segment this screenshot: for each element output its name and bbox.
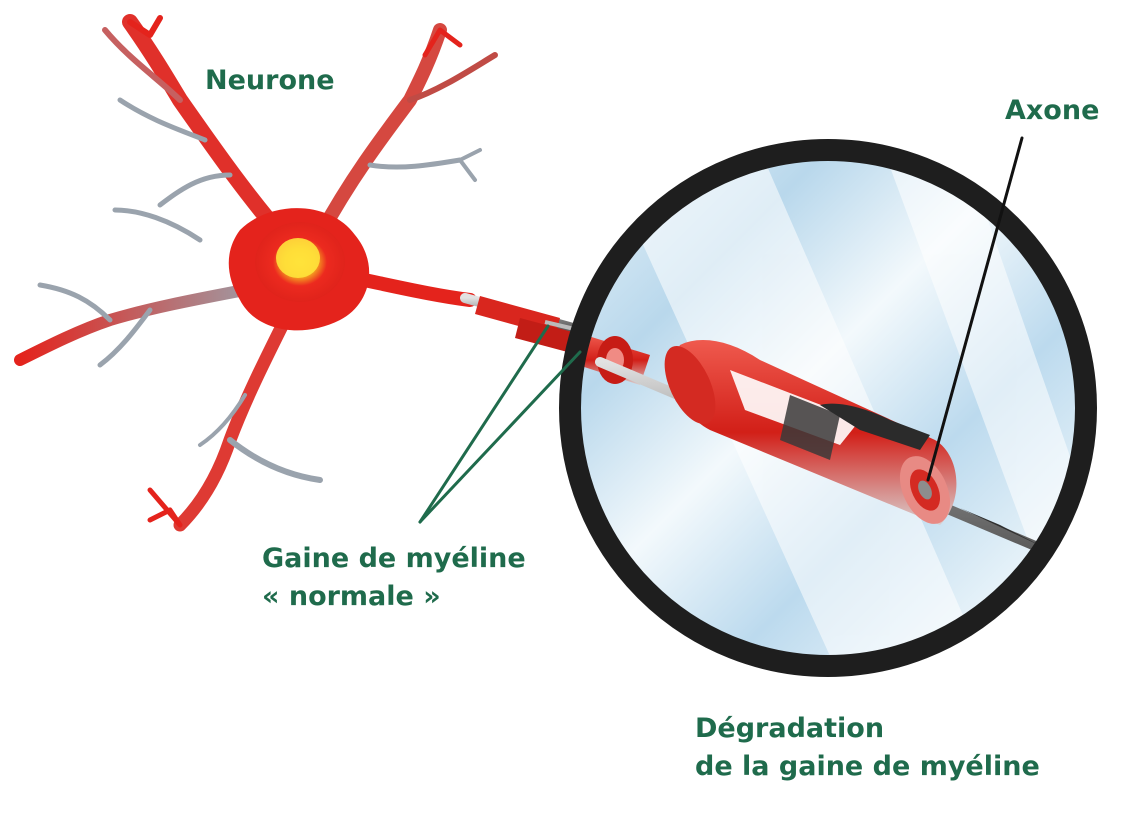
- neurone-label: Neurone: [205, 62, 335, 100]
- degradation-label-line1: Dégradation: [695, 710, 1040, 748]
- normal-myelin-label-line2: « normale »: [262, 578, 526, 616]
- degradation-label: Dégradation de la gaine de myéline: [695, 710, 1040, 786]
- myelin-pointer-2: [420, 352, 580, 522]
- normal-myelin-label-line1: Gaine de myéline: [262, 540, 526, 578]
- normal-myelin-label: Gaine de myéline « normale »: [262, 540, 526, 616]
- degradation-label-line2: de la gaine de myéline: [695, 748, 1040, 786]
- axone-label: Axone: [1005, 92, 1099, 130]
- neuron-soma: [229, 208, 369, 330]
- myelin-pointer-1: [420, 326, 548, 522]
